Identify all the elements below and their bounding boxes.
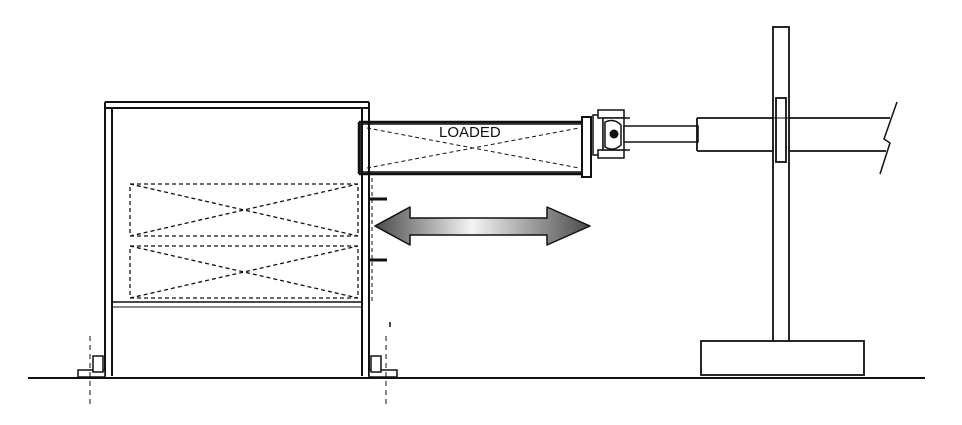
- column-stand: [700, 26, 865, 376]
- double-headed-arrow-icon: [374, 206, 591, 246]
- gripper-pivot: [609, 129, 619, 139]
- cylinder-body: [696, 117, 890, 152]
- stored-cartridge-lower: [129, 245, 359, 299]
- piston-rod: [623, 125, 699, 143]
- loaded-label: LOADED: [439, 124, 501, 141]
- break-mark: [879, 101, 898, 175]
- magazine-rack: [104, 101, 391, 376]
- foot-centerlines: [89, 336, 387, 406]
- stored-cartridge-upper: [129, 183, 359, 237]
- rack-feet: [77, 355, 398, 378]
- loaded-cartridge: [357, 116, 592, 178]
